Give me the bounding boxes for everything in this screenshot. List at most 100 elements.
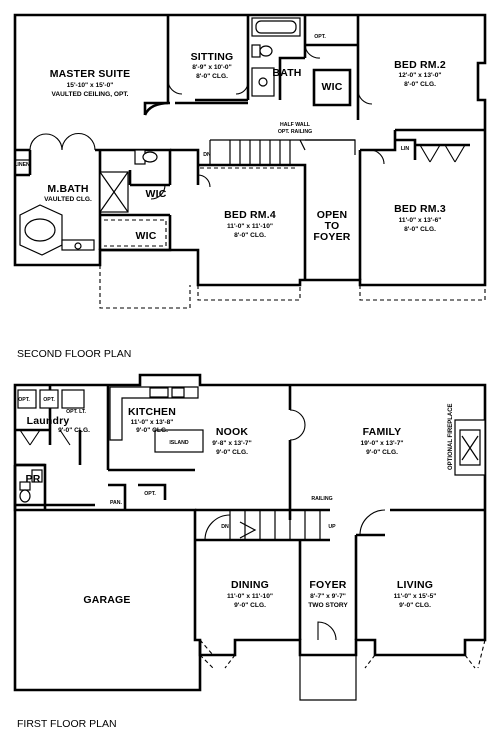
wic-upper-wall bbox=[312, 68, 352, 107]
mbath-clg: VAULTED CLG. bbox=[44, 196, 92, 203]
railing-label: RAILING bbox=[311, 496, 332, 502]
kitchen-clg: 9'-0" CLG. bbox=[136, 427, 168, 434]
island-label: ISLAND bbox=[169, 440, 189, 446]
first-floor-stair bbox=[229, 510, 321, 540]
first-floor-title: FIRST FLOOR PLAN bbox=[17, 718, 117, 730]
bed3-closet-wall bbox=[395, 138, 470, 160]
first-floor-bay-right bbox=[364, 639, 486, 669]
living-label: LIVING bbox=[397, 579, 433, 591]
powder-sink bbox=[31, 469, 43, 483]
sitting-clg: 8'-0" CLG. bbox=[196, 73, 228, 80]
dining-label: DINING bbox=[231, 579, 269, 591]
front-door bbox=[317, 621, 337, 641]
open-to-foyer-line3: FOYER bbox=[313, 231, 350, 243]
linen-left-label: LINEN bbox=[14, 162, 30, 168]
living-clg: 9'-0" CLG. bbox=[399, 602, 431, 609]
bed3-clg: 8'-0" CLG. bbox=[404, 226, 436, 233]
laundry-dryer bbox=[39, 389, 59, 409]
wic-a-label: WIC bbox=[145, 188, 166, 200]
stair-curve bbox=[204, 514, 231, 541]
mbath-wic-shelf bbox=[104, 219, 167, 247]
bath-toilet-tank bbox=[251, 44, 261, 58]
second-floor-plan bbox=[13, 13, 487, 309]
bed2-clg: 8'-0" CLG. bbox=[404, 81, 436, 88]
first-floor-plan bbox=[13, 373, 487, 701]
family-label: FAMILY bbox=[363, 426, 402, 438]
pantry-label: PAN. bbox=[110, 500, 123, 506]
linen-right-label: LIN bbox=[401, 146, 410, 152]
hallway-wall bbox=[143, 101, 485, 280]
kitchen-counter bbox=[109, 386, 199, 441]
second-floor-title: SECOND FLOOR PLAN bbox=[17, 348, 131, 360]
pantry-opt-label: OPT. bbox=[144, 491, 156, 497]
wic-b-label: WIC bbox=[135, 230, 156, 242]
master-suite-dims: 15'-10" x 15'-0" bbox=[67, 82, 114, 89]
living-door bbox=[359, 509, 386, 536]
bath-tub-inner bbox=[255, 20, 297, 34]
powder-room-label: PR bbox=[26, 473, 41, 485]
bed4-clg: 8'-0" CLG. bbox=[234, 232, 266, 239]
laundry-sink bbox=[61, 389, 85, 409]
bath-opt-label: OPT. bbox=[314, 34, 326, 40]
first-floor-bay-left bbox=[199, 639, 236, 669]
sitting-label: SITTING bbox=[191, 51, 234, 63]
first-floor-dn-label: DN bbox=[221, 524, 229, 530]
opt-railing-label: OPT. RAILING bbox=[278, 129, 312, 135]
sitting-bath-wall bbox=[195, 15, 360, 120]
bath-sink bbox=[258, 77, 268, 87]
open-to-foyer-line2: TO bbox=[325, 220, 340, 232]
foyer-dims: 8'-7" x 9'-7" bbox=[310, 593, 346, 600]
family-dims: 19'-0" x 13'-7" bbox=[360, 440, 403, 447]
kitchen-dims: 11'-0" x 13'-8" bbox=[131, 419, 174, 426]
master-suite-wall bbox=[143, 15, 170, 115]
first-floor-exterior-wall bbox=[13, 373, 487, 657]
powder-room-wall bbox=[15, 463, 47, 510]
open-to-foyer-line1: OPEN bbox=[317, 209, 348, 221]
mbath-shower-x bbox=[99, 171, 129, 213]
fireplace-label: OPTIONAL FIREPLACE bbox=[448, 403, 454, 470]
bed4-dims: 11'-0" x 11'-10" bbox=[227, 223, 273, 230]
second-floor-dn-label: DN bbox=[203, 152, 211, 158]
kitchen-sink bbox=[149, 387, 169, 398]
dining-dims: 11'-0" x 11'-10" bbox=[227, 593, 273, 600]
bath-label: BATH bbox=[272, 67, 301, 79]
pantry-wall bbox=[108, 468, 195, 510]
bed3-label: BED RM.3 bbox=[394, 203, 446, 215]
mbath-tub-basin bbox=[24, 218, 56, 242]
bed4-label: BED RM.4 bbox=[224, 209, 276, 221]
mbath-sink bbox=[74, 242, 82, 250]
sitting-dims: 8'-9" x 10'-0" bbox=[192, 64, 231, 71]
laundry-clg: 9'-0" CLG. bbox=[58, 427, 90, 434]
second-floor-bay bbox=[99, 265, 191, 309]
laundry-label: Laundry bbox=[27, 415, 70, 427]
master-suite-label: MASTER SUITE bbox=[50, 68, 131, 80]
nook-dims: 9'-8" x 13'-7" bbox=[212, 440, 251, 447]
nook-clg: 9'-0" CLG. bbox=[216, 449, 248, 456]
living-dims: 11'-0" x 15'-5" bbox=[394, 593, 437, 600]
opt-rt-label: OPT. bbox=[43, 397, 55, 403]
foyer-label: FOYER bbox=[309, 579, 346, 591]
second-floor-stair bbox=[229, 139, 356, 165]
kitchen-label: KITCHEN bbox=[128, 406, 176, 418]
laundry-washer bbox=[17, 389, 37, 409]
mbath-toilet-bowl bbox=[142, 151, 158, 163]
laundry-door bbox=[19, 429, 71, 446]
mbath-arch-doors bbox=[29, 132, 96, 151]
foyer-porch bbox=[299, 655, 357, 701]
stair-wall bbox=[209, 139, 355, 166]
garage-label: GARAGE bbox=[83, 594, 130, 606]
powder-toilet-bowl bbox=[19, 489, 31, 503]
foyer-clg: TWO STORY bbox=[308, 602, 348, 609]
master-suite-clg: VAULTED CEILING, OPT. bbox=[51, 91, 128, 98]
half-wall-label: HALF WALL bbox=[280, 122, 311, 128]
second-floor-lower-dash bbox=[197, 285, 486, 301]
dining-living-wall bbox=[354, 508, 485, 640]
bed2-label: BED RM.2 bbox=[394, 59, 446, 71]
garage-wall bbox=[13, 503, 202, 692]
first-floor-up-label: UP bbox=[328, 524, 336, 530]
wic-upper-label: WIC bbox=[321, 81, 342, 93]
dining-clg: 9'-0" CLG. bbox=[234, 602, 266, 609]
family-clg: 9'-0" CLG. bbox=[366, 449, 398, 456]
kitchen-island bbox=[154, 429, 204, 453]
